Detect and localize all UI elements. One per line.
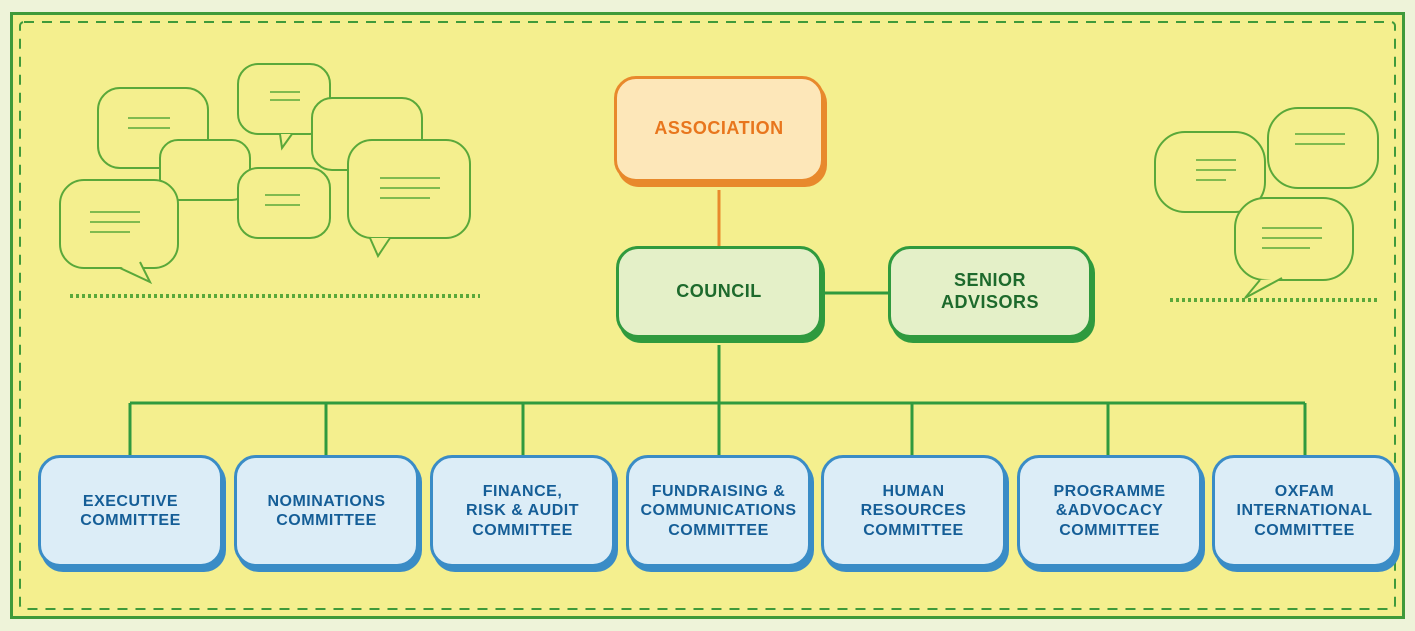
committee-label: EXECUTIVE COMMITTEE: [80, 492, 181, 529]
committee-label: HUMAN RESOURCES COMMITTEE: [860, 483, 967, 539]
association-label: ASSOCIATION: [654, 118, 784, 139]
committee-node-human-resources: HUMAN RESOURCES COMMITTEE: [821, 455, 1006, 567]
council-label: COUNCIL: [676, 281, 762, 302]
committee-node-nominations: NOMINATIONS COMMITTEE: [234, 455, 419, 567]
speech-bubbles-icon: [1154, 107, 1379, 302]
speech-bubbles-icon: [59, 63, 480, 298]
committee-node-programme: PROGRAMME &ADVOCACY COMMITTEE: [1017, 455, 1202, 567]
association-node: ASSOCIATION: [614, 76, 824, 182]
committee-label: NOMINATIONS COMMITTEE: [267, 492, 386, 529]
committee-label: PROGRAMME &ADVOCACY COMMITTEE: [1053, 483, 1166, 539]
committee-node-executive: EXECUTIVE COMMITTEE: [38, 455, 223, 567]
committee-node-finance: FINANCE, RISK & AUDIT COMMITTEE: [430, 455, 615, 567]
council-node: COUNCIL: [616, 246, 822, 338]
senior-advisors-node: SENIOR ADVISORS: [888, 246, 1092, 338]
committee-label: FINANCE, RISK & AUDIT COMMITTEE: [466, 483, 579, 539]
committee-node-fundraising: FUNDRAISING & COMMUNICATIONS COMMITTEE: [626, 455, 811, 567]
committee-label: FUNDRAISING & COMMUNICATIONS COMMITTEE: [640, 483, 797, 539]
senior-advisors-label: SENIOR ADVISORS: [940, 270, 1040, 312]
committee-node-oxfam: OXFAM INTERNATIONAL COMMITTEE: [1212, 455, 1397, 567]
dashed-border: [19, 21, 1396, 610]
committee-label: OXFAM INTERNATIONAL COMMITTEE: [1236, 483, 1373, 539]
